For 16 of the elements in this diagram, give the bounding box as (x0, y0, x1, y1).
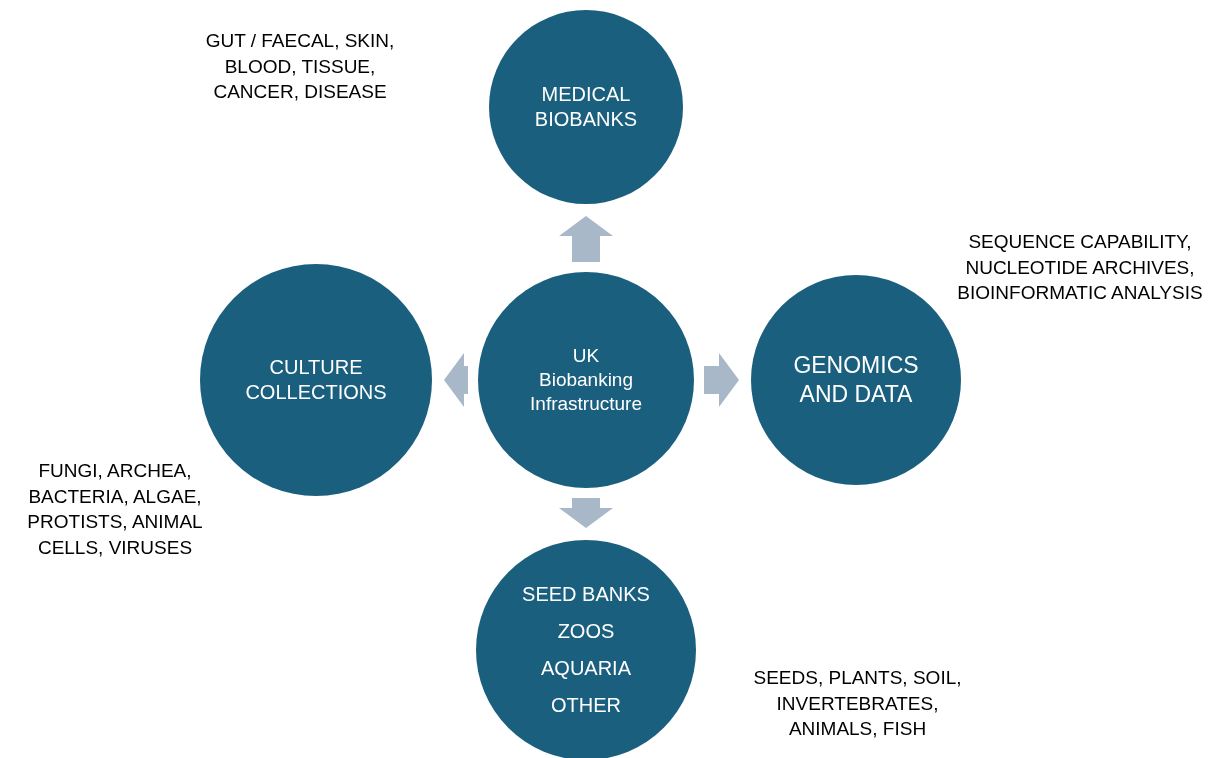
block-arrow (704, 353, 739, 407)
description-text: GUT / FAECAL, SKIN, BLOOD, TISSUE, CANCER, DISEASE (204, 29, 396, 105)
node-label: UK Biobanking Infrastructure (529, 344, 643, 416)
node-label: OTHER (551, 693, 621, 718)
node-label: ZOOS (557, 619, 615, 644)
node-label: AQUARIA (541, 656, 631, 681)
description-text: SEEDS, PLANTS, SOIL, INVERTEBRATES, ANIMALS, FISH (752, 666, 963, 742)
node-label: CULTURE COLLECTIONS (244, 355, 388, 405)
description-text: FUNGI, ARCHEA, BACTERIA, ALGAE, PROTISTS, ANIMAL CELLS, VIRUSES (26, 459, 204, 560)
node-label: GENOMICS AND DATA (792, 351, 920, 409)
node-label: SEED BANKS (522, 582, 650, 607)
description-text: SEQUENCE CAPABILITY, NUCLEOTIDE ARCHIVES, BIOINFORMATIC ANALYSIS (956, 230, 1204, 306)
node-label: MEDICAL BIOBANKS (533, 82, 639, 132)
block-arrow (559, 498, 613, 528)
block-arrow (559, 216, 613, 262)
block-arrow (444, 353, 468, 407)
